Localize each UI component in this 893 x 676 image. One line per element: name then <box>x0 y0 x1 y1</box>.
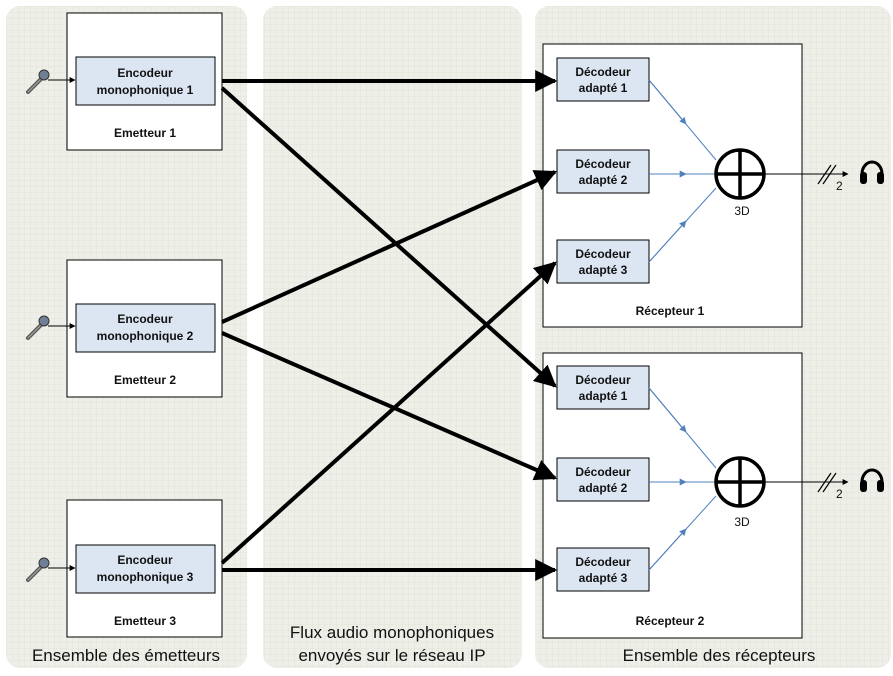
encoder-3-line1: Encodeur <box>117 553 173 567</box>
network-panel-caption-line2: envoyés sur le réseau IP <box>298 646 485 665</box>
audio-streams <box>220 70 558 581</box>
spatial-mixer-r1 <box>714 148 766 200</box>
stream-e2-r1d2 <box>221 170 558 324</box>
encoder-3-line2: monophonique 3 <box>97 570 194 584</box>
emitter-3-label: Emetteur 3 <box>114 614 176 628</box>
encoder-1-line2: monophonique 1 <box>97 83 194 97</box>
receiver-2: Décodeur adapté 1 Décodeur adapté 2 Déco… <box>542 352 803 639</box>
mixer-r2-label: 3D <box>734 515 750 529</box>
r1-channel-count: 2 <box>836 179 843 193</box>
decoder-r1-3-line1: Décodeur <box>575 247 631 261</box>
emitter-3: Encodeur monophonique 3 Emetteur 3 <box>66 499 223 638</box>
stream-e2-r2d2 <box>221 331 558 481</box>
decoder-r2-1-line1: Décodeur <box>575 373 631 387</box>
receiver-1-label: Récepteur 1 <box>636 304 705 318</box>
decoder-r2-2-line2: adapté 2 <box>579 481 628 495</box>
stream-e1-r2d1 <box>220 86 557 388</box>
encoder-2-line2: monophonique 2 <box>97 329 194 343</box>
encoder-1-line1: Encodeur <box>117 66 173 80</box>
decoder-r1-3-line2: adapté 3 <box>579 263 628 277</box>
decoder-r1-2: Décodeur adapté 2 <box>556 149 650 194</box>
decoder-r2-3-line1: Décodeur <box>575 555 631 569</box>
microphone-icon <box>26 69 50 94</box>
r2-channel-slash <box>817 472 832 493</box>
decoder-r2-1: Décodeur adapté 1 <box>556 365 650 410</box>
decoder-r1-2-line1: Décodeur <box>575 157 631 171</box>
microphone-icon <box>26 557 50 582</box>
decoder-r1-1-line1: Décodeur <box>575 65 631 79</box>
decoder-r1-3: Décodeur adapté 3 <box>556 239 650 284</box>
encoder-2-line1: Encodeur <box>117 312 173 326</box>
r1-channel-slash <box>817 164 832 185</box>
decoder-r2-2-line1: Décodeur <box>575 465 631 479</box>
microphone-icon <box>26 315 50 340</box>
decoder-r2-2: Décodeur adapté 2 <box>556 457 650 502</box>
encoder-1: Encodeur monophonique 1 <box>75 56 216 106</box>
r2-channel-count: 2 <box>836 487 843 501</box>
emitters-panel-caption: Ensemble des émetteurs <box>32 646 220 665</box>
network-panel-caption-line1: Flux audio monophoniques <box>290 623 494 642</box>
receiver-2-label: Récepteur 2 <box>636 614 705 628</box>
decoder-r1-1-line2: adapté 1 <box>579 81 628 95</box>
decoder-r2-1-line2: adapté 1 <box>579 389 628 403</box>
headphones-icon <box>860 160 884 184</box>
receivers-panel-caption: Ensemble des récepteurs <box>623 646 816 665</box>
mixer-r1-label: 3D <box>734 204 750 218</box>
emitter-1: Encodeur monophonique 1 Emetteur 1 <box>66 12 223 151</box>
encoder-2: Encodeur monophonique 2 <box>75 303 216 353</box>
decoder-r1-2-line2: adapté 2 <box>579 173 628 187</box>
stream-e3-r1d3 <box>220 261 557 565</box>
emitter-2: Encodeur monophonique 2 Emetteur 2 <box>66 259 223 398</box>
decoder-r1-1: Décodeur adapté 1 <box>556 57 650 102</box>
emitter-1-label: Emetteur 1 <box>114 126 176 140</box>
encoder-3: Encodeur monophonique 3 <box>75 544 216 594</box>
headphones-icon <box>860 468 884 492</box>
receiver-1: Décodeur adapté 1 Décodeur adapté 2 Déco… <box>542 43 803 328</box>
spatial-mixer-r2 <box>714 456 766 508</box>
decoder-r2-3: Décodeur adapté 3 <box>556 547 650 592</box>
network-panel <box>263 6 522 668</box>
emitter-2-label: Emetteur 2 <box>114 373 176 387</box>
decoder-r2-3-line2: adapté 3 <box>579 571 628 585</box>
